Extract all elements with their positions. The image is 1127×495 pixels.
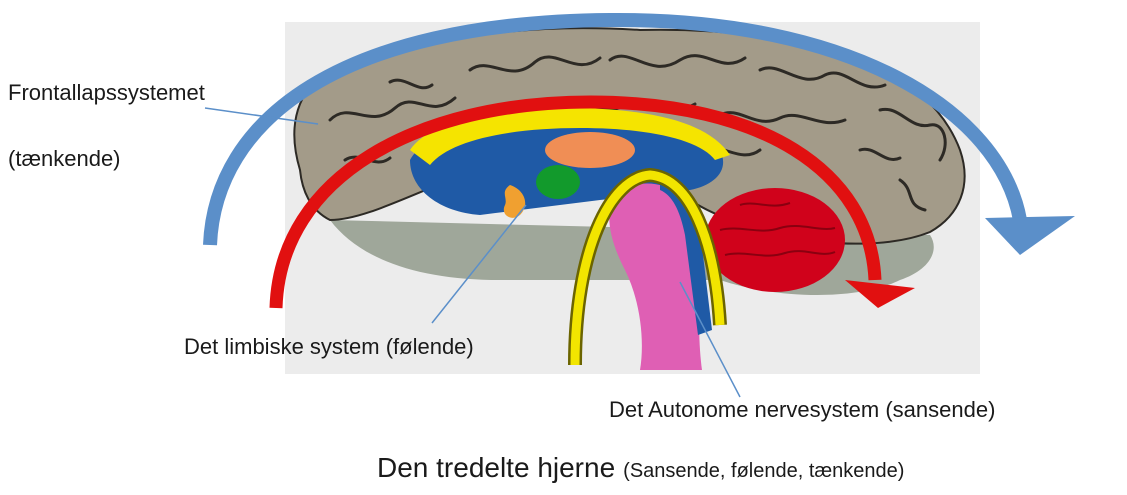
amygdala — [536, 165, 580, 199]
frontal-system-label: Frontallapssystemet — [8, 80, 205, 106]
cerebellum — [705, 188, 845, 292]
autonomic-system-label: Det Autonome nervesystem (sansende) — [609, 397, 995, 423]
thinking-label: (tænkende) — [8, 146, 121, 172]
title-subtitle: (Sansende, følende, tænkende) — [623, 460, 904, 482]
title-main: Den tredelte hjerne — [377, 452, 615, 483]
diagram-title: Den tredelte hjerne (Sansende, følende, t… — [377, 452, 904, 484]
limbic-system-label: Det limbiske system (følende) — [184, 334, 474, 360]
thalamus — [545, 132, 635, 168]
